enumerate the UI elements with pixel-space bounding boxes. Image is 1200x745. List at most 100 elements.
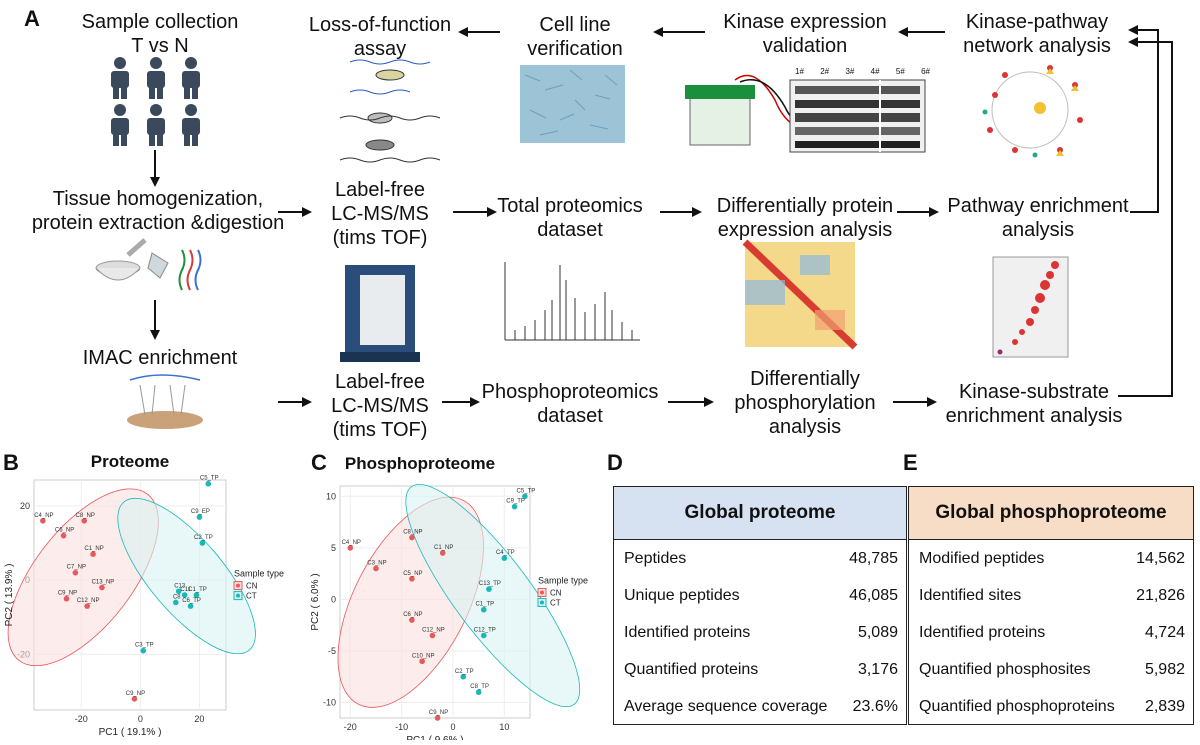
- data-point: [434, 715, 441, 721]
- point-label: C9_NP: [429, 710, 448, 716]
- mass-spectrometer-image: [340, 265, 420, 362]
- point-label: C8: [173, 594, 181, 600]
- point-label: C12_NP: [77, 598, 100, 604]
- point-label: C11: [180, 587, 191, 593]
- row-value: 3,176: [857, 660, 898, 678]
- row-label: Quantified proteins: [624, 660, 759, 678]
- step-cell-line: Cell line verification: [527, 14, 623, 60]
- ms-spectrum-plot: [504, 262, 640, 341]
- step-loss-of-function: Loss-of-function assay: [308, 14, 452, 60]
- western-blot-image: [789, 79, 926, 153]
- point-label: C1_TP: [188, 587, 207, 593]
- point-label: C10_NP: [412, 653, 435, 659]
- data-point: [72, 569, 79, 576]
- x-tick-label: -10: [395, 722, 408, 732]
- point-label: C6_NP: [55, 528, 74, 534]
- row-label: Identified proteins: [919, 623, 1046, 641]
- pca-chart-proteome: -20020-20020C4_NPC8_NPC6_NPC1_NPC7_NPC9_…: [4, 476, 284, 738]
- data-point: [81, 518, 88, 524]
- x-tick-label: 20: [194, 714, 204, 724]
- point-label: C1_TP: [475, 602, 494, 608]
- loss-of-function-schematic: [339, 59, 441, 163]
- step-imac-enrichment: IMAC enrichment: [82, 347, 238, 369]
- enrichment-dotplot: [992, 256, 1069, 358]
- point-label: C7_NP: [67, 565, 86, 571]
- data-point: [175, 588, 182, 595]
- point-label: C8_NP: [403, 530, 422, 536]
- row-label: Identified sites: [919, 586, 1022, 604]
- legend-marker-cn: [540, 590, 544, 595]
- point-label: C1_NP: [84, 546, 103, 552]
- row-value: 14,562: [1136, 549, 1185, 567]
- point-label: C3_NP: [367, 560, 386, 566]
- blot-lane-3: 3#: [845, 67, 855, 76]
- point-label: C9_NP: [58, 591, 77, 597]
- data-point: [199, 540, 206, 546]
- point-label: C3_TP: [135, 643, 154, 649]
- data-point: [84, 603, 90, 609]
- confidence-ellipse: [405, 484, 581, 708]
- point-label: C4_NP: [34, 513, 53, 519]
- row-label: Quantified phosphosites: [919, 660, 1091, 678]
- people-icon: [111, 57, 200, 146]
- panel-letter-c: C: [311, 450, 327, 475]
- step-kinase-substrate: Kinase-substrate enrichment analysis: [945, 381, 1123, 427]
- panel-letter-b: B: [3, 450, 19, 475]
- point-label: C5_TP: [200, 476, 219, 482]
- table-row: Identified proteins 4,724: [909, 614, 1193, 651]
- data-point: [196, 514, 203, 520]
- data-point: [419, 658, 425, 665]
- point-label: C13_NP: [92, 580, 115, 586]
- step-lcms-total: Label-free LC-MS/MS (tims TOF): [331, 179, 429, 249]
- x-tick-label: -20: [344, 722, 357, 732]
- blot-lane-5: 5#: [895, 67, 905, 76]
- table-row: Quantified phosphosites 5,982: [909, 651, 1193, 688]
- imac-illustration: [127, 374, 203, 429]
- legend-label-cn: CN: [246, 582, 258, 591]
- data-point: [409, 617, 415, 623]
- step-lcms-phospho: Label-free LC-MS/MS (tims TOF): [331, 371, 429, 441]
- data-point: [373, 565, 379, 572]
- x-axis-label: PC1 ( 19.1% ): [99, 727, 162, 738]
- data-point: [475, 689, 482, 696]
- point-label: C6_NP: [403, 612, 422, 618]
- point-label: C8_NP: [76, 513, 95, 519]
- data-point: [172, 599, 179, 606]
- x-tick-label: 0: [450, 722, 455, 732]
- tube-icon: [147, 252, 169, 279]
- row-label: Average sequence coverage: [624, 697, 828, 715]
- data-point: [63, 595, 70, 602]
- legend-title: Sample type: [234, 569, 284, 579]
- chart-title-phosphoproteome: Phosphoproteome: [344, 454, 496, 473]
- table-header: Global phosphoproteome: [909, 487, 1193, 540]
- row-label: Quantified phosphoproteins: [919, 697, 1115, 715]
- point-label: C13_TP: [479, 581, 501, 587]
- point-label: C13: [174, 583, 186, 589]
- y-tick-label: 10: [326, 491, 336, 501]
- data-point: [187, 603, 194, 609]
- data-point: [99, 584, 105, 591]
- row-value: 4,724: [1144, 623, 1185, 641]
- point-label: C2_TP: [455, 669, 474, 675]
- data-point: [60, 532, 67, 539]
- blot-lane-1: 1#: [795, 67, 804, 76]
- point-label: C12_TP: [474, 628, 496, 634]
- table-row: Quantified proteins 3,176: [614, 651, 906, 688]
- x-tick-label: 0: [138, 714, 143, 724]
- cell-line-image: [520, 65, 625, 143]
- data-point: [409, 534, 415, 541]
- panel-letter-d: D: [607, 450, 623, 475]
- y-tick-label: 20: [20, 501, 30, 511]
- peptide-icon: [178, 249, 202, 291]
- data-point: [205, 480, 212, 487]
- point-label: C8_TP: [470, 684, 489, 690]
- row-value: 5,982: [1144, 660, 1185, 678]
- y-tick-label: 0: [331, 594, 336, 604]
- y-axis-label: PC2 ( 13.9% ): [4, 564, 15, 627]
- y-tick-label: -5: [328, 646, 336, 656]
- panel-letter-a: A: [24, 6, 40, 31]
- data-point: [90, 551, 96, 557]
